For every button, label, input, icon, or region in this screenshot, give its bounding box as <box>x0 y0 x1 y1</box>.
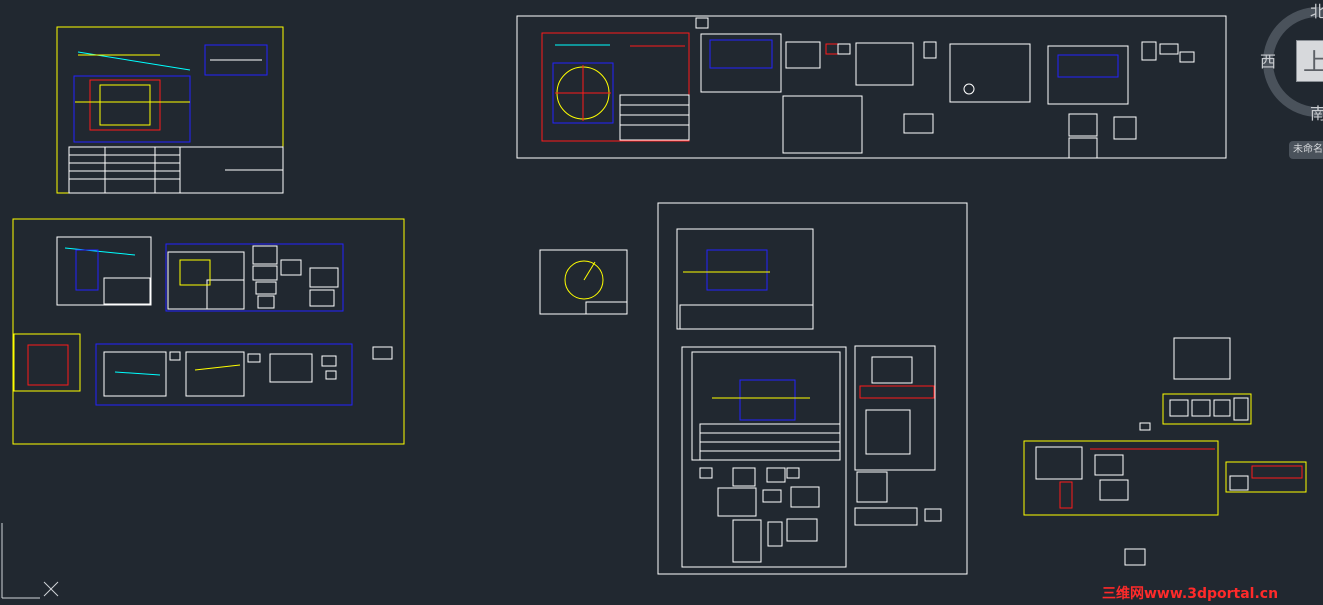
drawing-sheet-parts-top-right[interactable] <box>516 15 1227 159</box>
drawing-sheet-circle-detail[interactable] <box>539 249 628 315</box>
viewcube-top-face[interactable]: 上 <box>1296 40 1323 82</box>
drawing-sheet-assembly-top-left[interactable] <box>56 26 284 194</box>
viewcube-south-label[interactable]: 南 <box>1310 104 1323 123</box>
viewcube-west-label[interactable]: 西 <box>1260 52 1277 71</box>
watermark-text: 三维网www.3dportal.cn <box>1102 586 1279 602</box>
ucs-menu-button[interactable]: 未命名 <box>1289 141 1323 159</box>
drawing-sheet-parts-left[interactable] <box>12 218 405 445</box>
viewcube-north-label[interactable]: 北 <box>1310 2 1323 21</box>
ucs-axis-icon <box>1 523 59 599</box>
drawing-sheet-parts-right[interactable] <box>1023 337 1307 566</box>
viewcube[interactable]: 北 西 南 上 <box>1258 0 1323 160</box>
viewcube-compass-icon <box>1263 7 1323 117</box>
drawing-sheet-parts-center[interactable] <box>657 202 968 575</box>
